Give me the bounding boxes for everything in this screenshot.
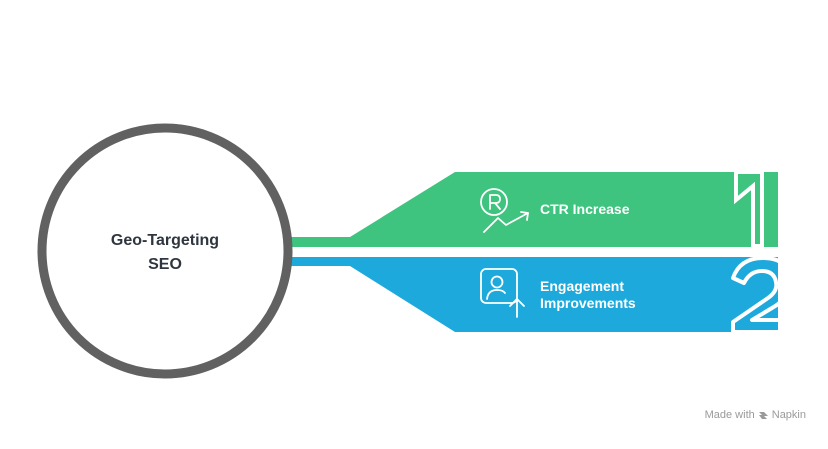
footer-brand: Napkin [771,409,806,421]
center-title-line1: Geo-Targeting [110,232,220,249]
footer-watermark: Made with Napkin [705,408,806,422]
item-1-number-outline [734,170,764,248]
napkin-logo-icon [758,411,768,419]
user-upload-icon [480,268,525,318]
ctr-growth-icon [480,188,529,233]
item-1-label: CTR Increase [540,201,630,217]
center-circle [37,123,293,379]
center-title: Geo-Targeting SEO [60,229,270,277]
center-title-line2: SEO [148,256,182,273]
item-1-band [288,172,778,247]
item-2-label: Engagement Improvements [540,278,636,311]
footer-made-with: Made with [704,409,755,421]
item-2-band [288,257,778,332]
item-2-number-outline [731,256,792,334]
